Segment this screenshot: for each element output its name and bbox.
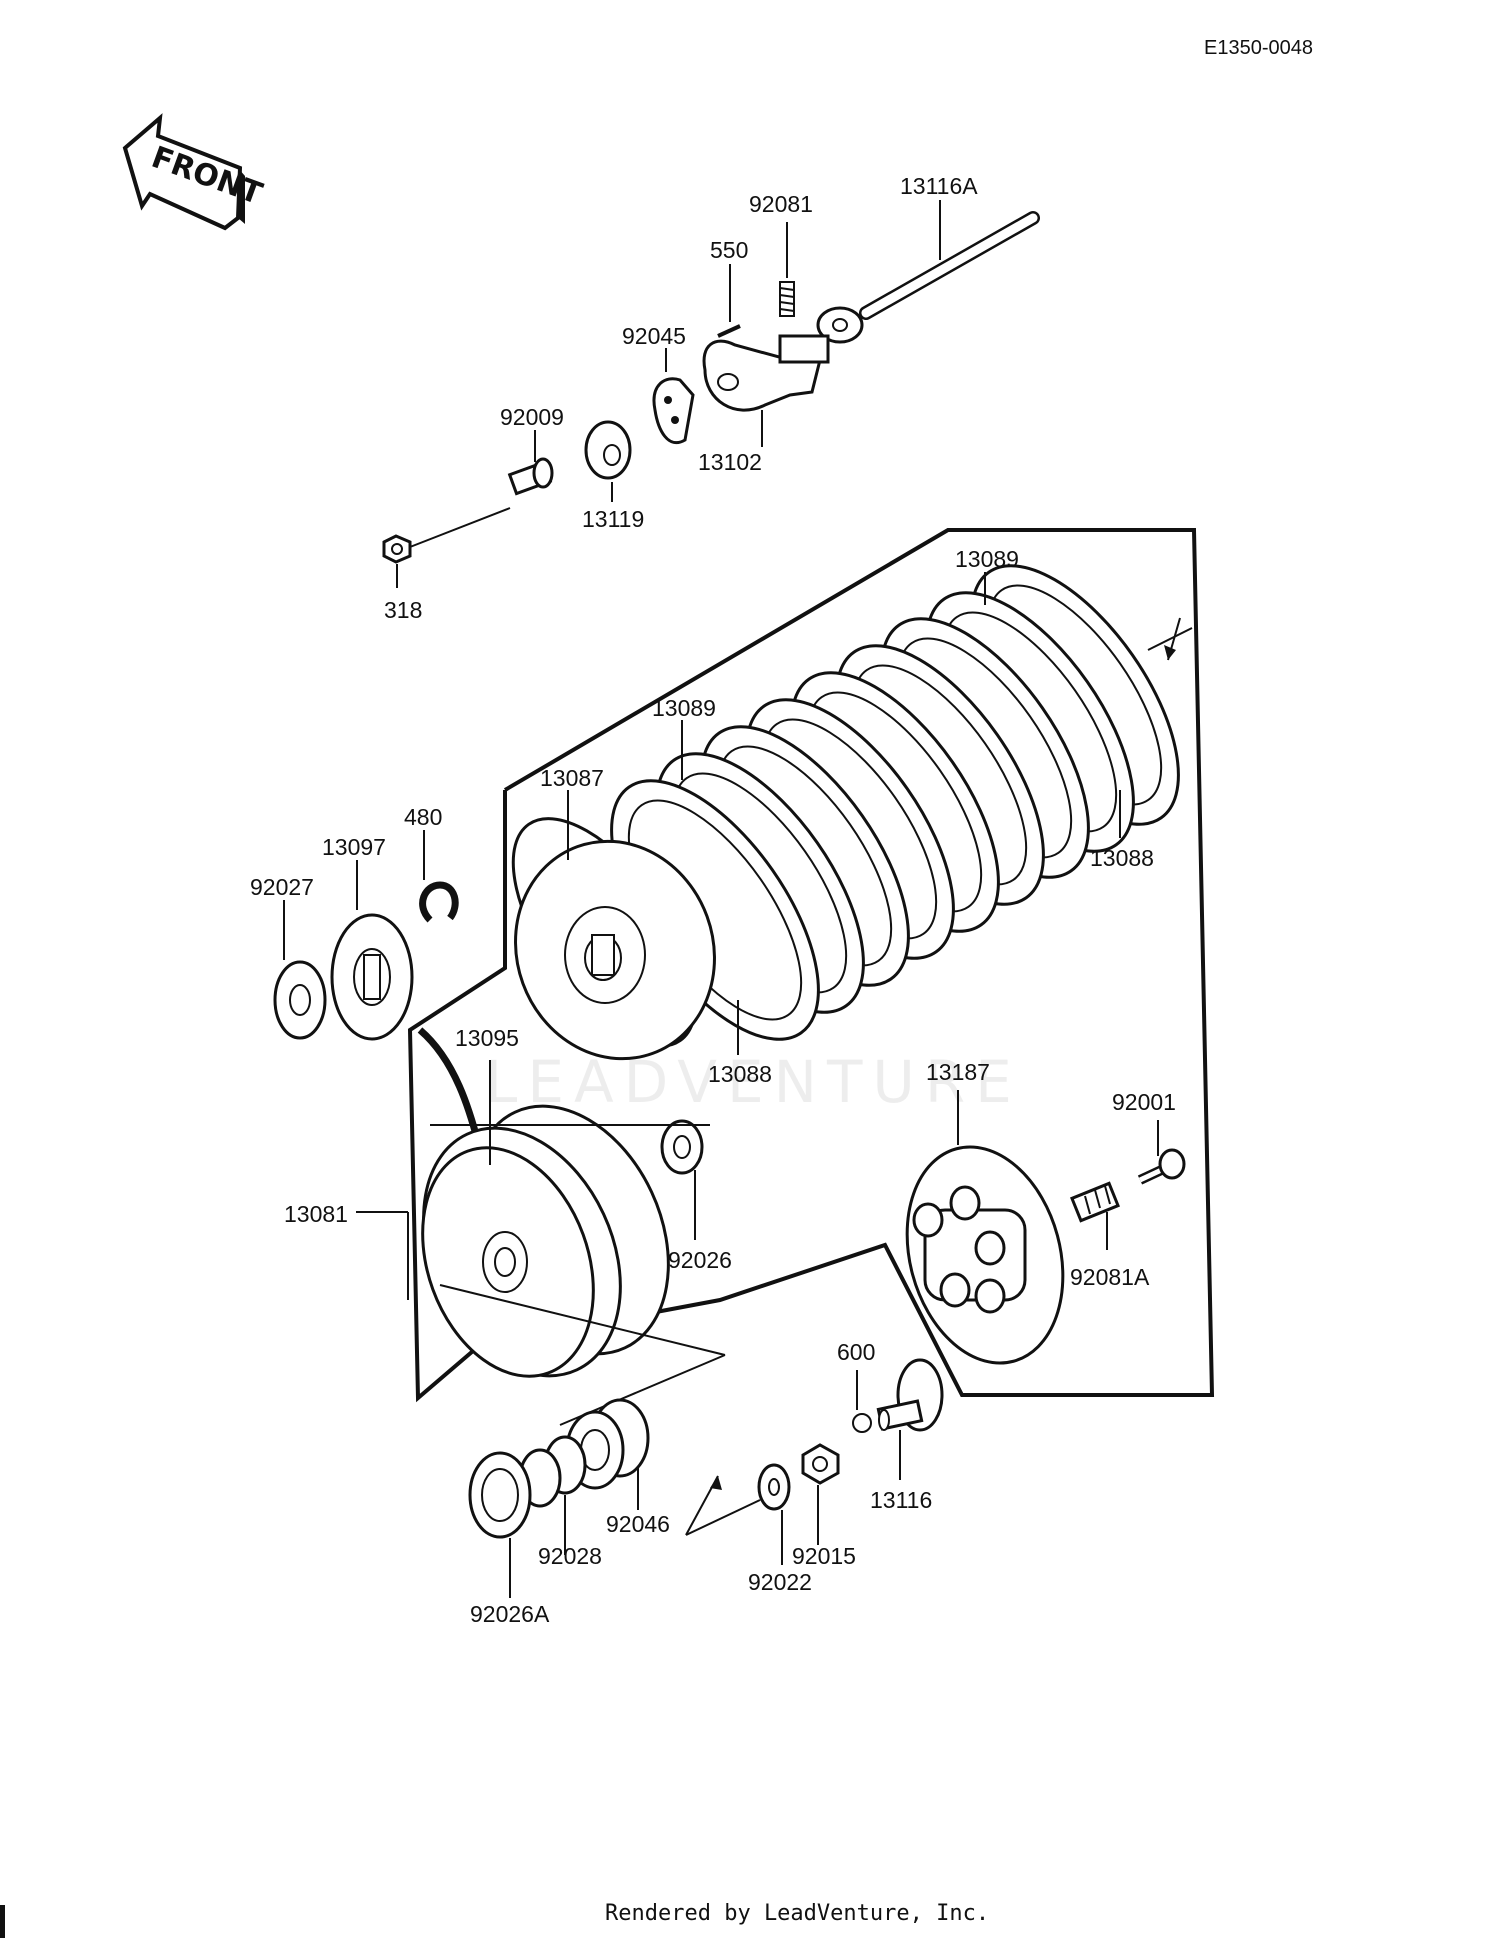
pushrod-13116 — [876, 1358, 944, 1432]
label-92081A: 92081A — [1070, 1264, 1150, 1290]
watermark-text: LEADVENTURE — [485, 1048, 1022, 1116]
label-13116: 13116 — [870, 1487, 932, 1513]
assembly-frame — [407, 528, 1215, 1403]
label-92026: 92026 — [668, 1247, 732, 1273]
label-13089-mid: 13089 — [652, 695, 716, 721]
pin-550 — [717, 324, 741, 338]
pressure-plate-13187 — [905, 1145, 1065, 1365]
washer-92022 — [757, 1463, 791, 1511]
label-92046: 92046 — [606, 1511, 670, 1537]
label-13095: 13095 — [455, 1025, 519, 1051]
circlip-480 — [419, 881, 459, 923]
washer-92027 — [273, 960, 327, 1040]
label-92027: 92027 — [250, 874, 314, 900]
label-92045: 92045 — [622, 323, 686, 349]
label-92015: 92015 — [792, 1543, 856, 1569]
label-92081: 92081 — [749, 191, 813, 217]
label-13097: 13097 — [322, 834, 386, 860]
label-318: 318 — [384, 597, 422, 623]
label-92026A: 92026A — [470, 1601, 550, 1627]
diagram-code: E1350-0048 — [1204, 37, 1313, 59]
page-edge-marker — [0, 1905, 5, 1938]
label-13116A: 13116A — [900, 173, 978, 199]
bolt-92001 — [1137, 1148, 1186, 1185]
adjust-screw-92009 — [409, 457, 554, 548]
gear-13097 — [330, 913, 414, 1041]
label-92028: 92028 — [538, 1543, 602, 1569]
spring-92081 — [779, 281, 795, 317]
clutch-hub-13087 — [511, 817, 716, 1061]
label-13102: 13102 — [698, 449, 762, 475]
cam-plate-13119 — [584, 420, 632, 480]
label-92001: 92001 — [1112, 1089, 1176, 1115]
clutch-housing-13081 — [421, 1104, 670, 1378]
lever-plate-92045 — [652, 377, 695, 444]
label-13119: 13119 — [582, 506, 644, 532]
label-480: 480 — [404, 804, 442, 830]
spring-92081A — [1070, 1181, 1120, 1223]
label-13087: 13087 — [540, 765, 604, 791]
release-washer — [816, 306, 864, 344]
front-arrow-icon: FRONT — [122, 113, 267, 231]
push-rod-13116A — [859, 211, 1040, 320]
part-labels: 13116A 92081 550 92045 92009 13102 13119… — [250, 173, 1176, 1627]
label-550: 550 — [710, 237, 748, 263]
label-13089-top: 13089 — [955, 546, 1019, 572]
ball-600 — [852, 1413, 872, 1433]
thrust-washer-92026A — [468, 1451, 532, 1539]
direction-arrow-icon — [1147, 617, 1193, 661]
nut-92015 — [801, 1443, 840, 1485]
direction-arrow-icon — [685, 1475, 761, 1536]
label-600: 600 — [837, 1339, 875, 1365]
footer-credit: Rendered by LeadVenture, Inc. — [605, 1901, 989, 1926]
label-13088-bottom: 13088 — [708, 1061, 772, 1087]
label-13187: 13187 — [926, 1059, 990, 1085]
label-13088-right: 13088 — [1090, 845, 1154, 871]
washer-92026 — [660, 1119, 704, 1175]
release-lever-13102 — [702, 334, 830, 412]
label-92009: 92009 — [500, 404, 564, 430]
nut-318 — [382, 534, 412, 564]
label-13081: 13081 — [284, 1201, 348, 1227]
label-92022: 92022 — [748, 1569, 812, 1595]
